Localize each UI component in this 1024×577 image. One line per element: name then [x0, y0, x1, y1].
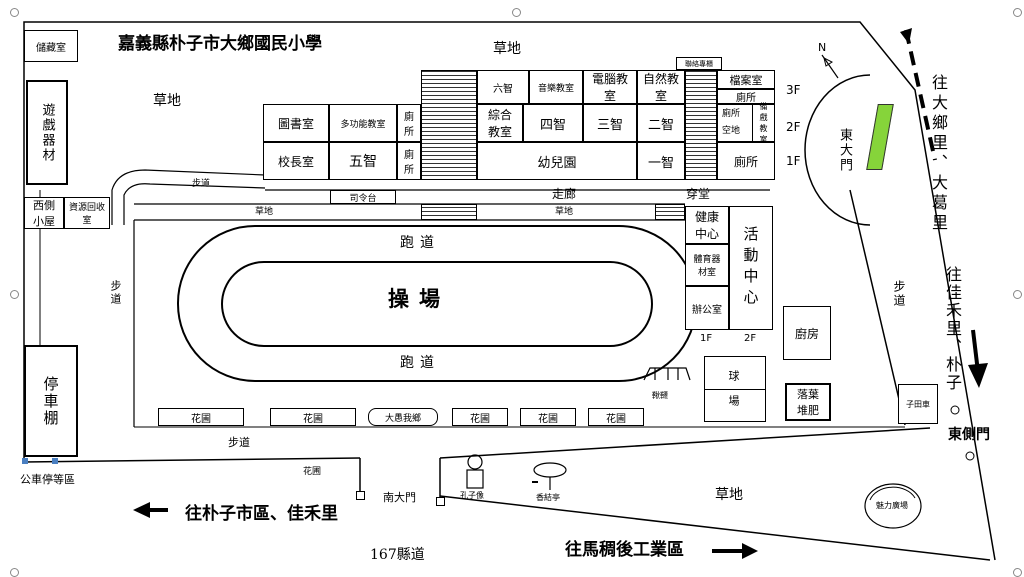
walkway-label: 步道 — [109, 280, 122, 306]
stairs — [421, 70, 477, 180]
track-label: 跑道 — [400, 355, 440, 371]
room-integrated: 綜合教室 — [477, 104, 523, 142]
room-g2: 二智 — [637, 104, 685, 142]
room-computer: 電腦教室 — [583, 70, 637, 104]
grass-label: 草地 — [715, 487, 743, 503]
east-gate-label: 東大門 — [837, 128, 852, 173]
room-toilet-1f: 廁所 — [717, 142, 775, 180]
bus-stop-label: 公車停等區 — [20, 473, 75, 486]
through-hall-label: 穿堂 — [686, 187, 711, 201]
play-equipment: 遊戲器材 — [26, 80, 68, 185]
swing-label: 鞦韆 — [652, 391, 668, 400]
south-gate-label: 南大門 — [383, 491, 416, 504]
flowerbed: 花圃 — [158, 408, 244, 426]
stairs — [655, 204, 685, 220]
walkway-label: 步道 — [228, 436, 250, 449]
north-label: N — [818, 41, 827, 54]
sculpture: 大愚我鄉 — [368, 408, 438, 426]
selection-handle[interactable] — [1013, 8, 1022, 17]
walkway-label: 步道 — [192, 179, 211, 189]
stairs — [685, 70, 717, 180]
office: 辦公室 — [685, 286, 729, 330]
flowerbed-label: 花圃 — [303, 467, 322, 477]
room-toilet: 廁所 — [397, 142, 421, 180]
direction-south: 往佳禾里、朴子 — [943, 266, 962, 392]
west-house: 西側小屋 — [24, 197, 64, 229]
ball-field-midline — [704, 389, 766, 390]
room-empty: 空地 — [722, 126, 741, 136]
storage-room: 儲藏室 — [24, 30, 78, 62]
room-mirror: 備戲教室 — [752, 102, 775, 144]
room-multi: 多功能教室 — [329, 104, 397, 142]
room-toilet-2f: 廁所 — [722, 109, 741, 119]
floor-1f: 1F — [786, 154, 801, 168]
bus-stop-marker — [52, 458, 58, 464]
charm-plaza-label: 魅力廣場 — [876, 501, 908, 510]
road-label: 167縣道 — [370, 547, 425, 563]
grass-label: 草地 — [555, 207, 574, 217]
track-label: 跑道 — [400, 235, 440, 251]
flowerbed: 花圃 — [452, 408, 508, 426]
health-center: 健康中心 — [685, 206, 729, 244]
bus-stop-marker — [22, 458, 28, 464]
flowerbed: 花圃 — [588, 408, 644, 426]
activity-center: 活動中心 — [729, 206, 773, 330]
room-archive: 檔案室 — [717, 70, 775, 89]
selection-handle[interactable] — [1013, 290, 1022, 299]
grass-label: 草地 — [493, 41, 521, 57]
room-liaison: 聯絡專櫃 — [676, 57, 722, 70]
playground-label: 操場 — [388, 287, 450, 311]
room-kindergarten: 幼兒園 — [477, 142, 637, 180]
map-title: 嘉義縣朴子市大鄉國民小學 — [118, 34, 322, 54]
recycle-room: 資源回收室 — [64, 197, 110, 229]
walkway-label: 步道 — [892, 280, 906, 308]
room-toilet-3f: 廁所 — [717, 89, 775, 104]
floor-2f: 2F — [786, 120, 801, 134]
east-side-gate-label: 東側門 — [948, 427, 990, 443]
direction-east: 往馬稠後工業區 — [565, 540, 684, 560]
room-toilet: 廁所 — [397, 104, 421, 142]
ball-field-label: 球場 — [727, 370, 740, 420]
room-g1: 一智 — [637, 142, 685, 180]
selection-handle[interactable] — [10, 8, 19, 17]
flowerbed: 花圃 — [270, 408, 356, 426]
floor-1f: 1F — [700, 333, 713, 344]
room-science: 自然教室 — [637, 70, 685, 104]
parking-shed: 停車棚 — [24, 345, 78, 457]
room-library: 圖書室 — [263, 104, 329, 142]
stage: 司令台 — [330, 190, 396, 204]
room-principal: 校長室 — [263, 142, 329, 180]
grass-label: 草地 — [255, 207, 274, 217]
stairs — [421, 204, 477, 220]
gate-post — [436, 497, 445, 506]
direction-north: 往大鄉里、大葛里 — [929, 74, 948, 234]
confucius-label: 孔子像 — [460, 491, 484, 500]
flowerbed: 花圃 — [520, 408, 576, 426]
room-music: 音樂教室 — [529, 70, 583, 104]
room-g6: 六智 — [477, 70, 529, 104]
room-g3: 三智 — [583, 104, 637, 142]
pavilion-label: 香結亭 — [536, 493, 560, 502]
guard-house: 子田車 — [898, 384, 938, 424]
room-g4: 四智 — [523, 104, 583, 142]
selection-handle[interactable] — [10, 290, 19, 299]
floor-3f: 3F — [786, 83, 801, 97]
corridor-label: 走廊 — [552, 187, 577, 201]
selection-handle[interactable] — [512, 8, 521, 17]
grass-label: 草地 — [153, 93, 181, 109]
compost: 落葉堆肥 — [785, 383, 831, 421]
direction-west: 往朴子市區、佳禾里 — [185, 504, 338, 524]
room-g5: 五智 — [329, 142, 397, 180]
gate-post — [356, 491, 365, 500]
kitchen: 廚房 — [783, 306, 831, 360]
equipment-room: 體育器材室 — [685, 244, 729, 286]
floor-2f: 2F — [744, 333, 757, 344]
